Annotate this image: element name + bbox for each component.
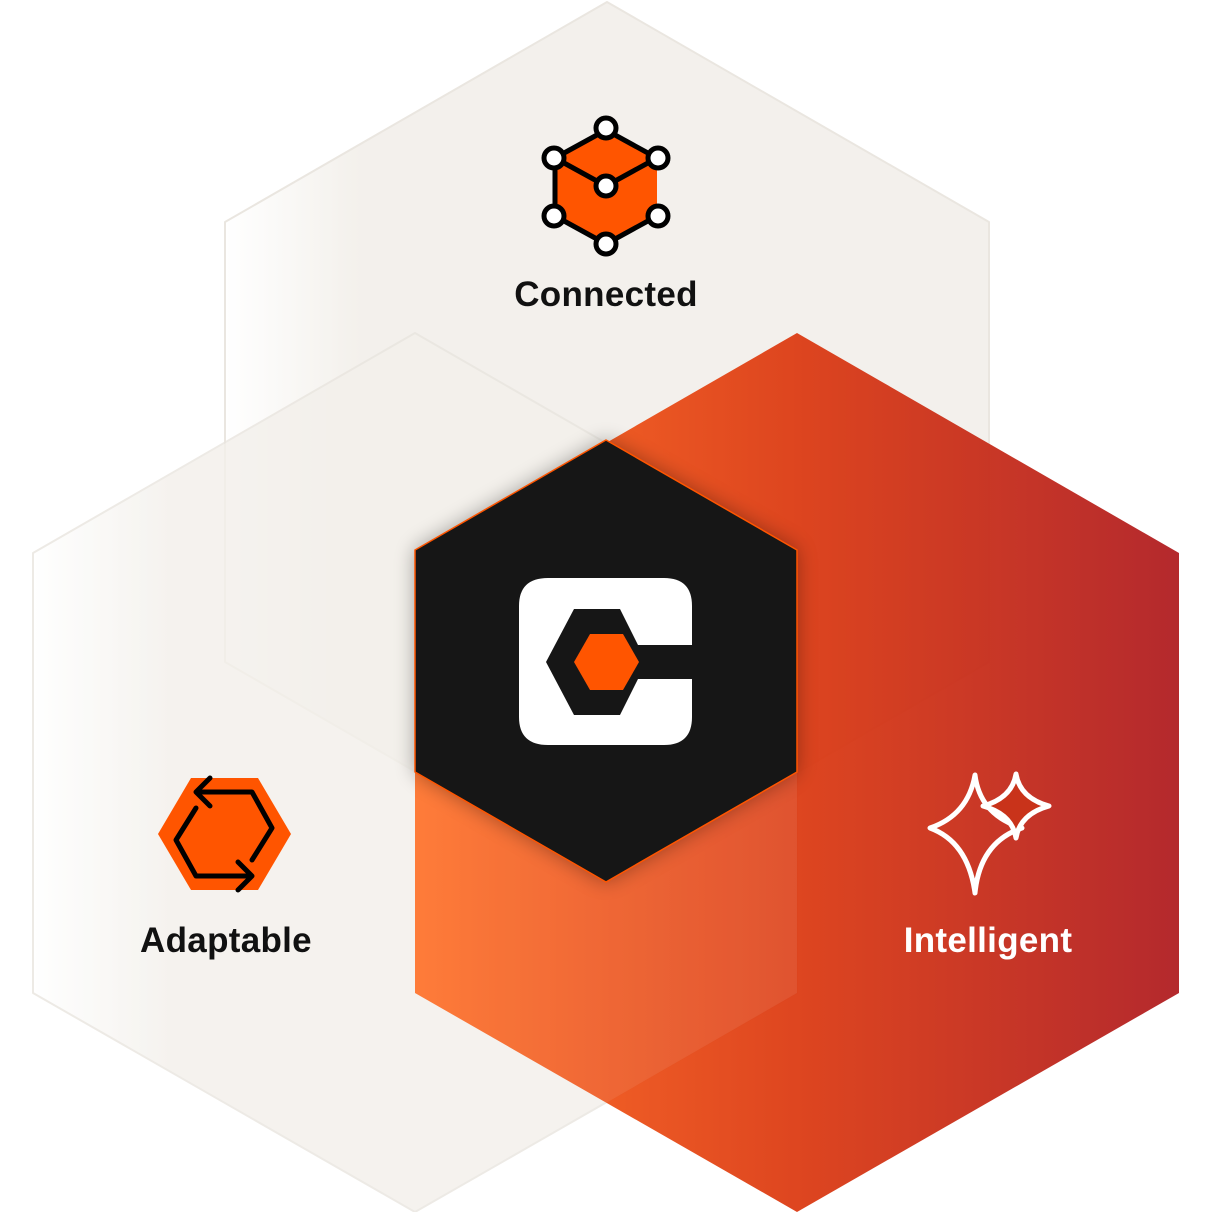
network-cube-icon xyxy=(541,115,671,257)
refresh-hexagon-icon xyxy=(158,775,291,893)
sparkle-icon xyxy=(927,771,1052,896)
label-adaptable: Adaptable xyxy=(140,921,312,960)
label-intelligent: Intelligent xyxy=(903,921,1073,960)
label-connected: Connected xyxy=(514,275,698,314)
c-logo-icon xyxy=(519,578,692,745)
